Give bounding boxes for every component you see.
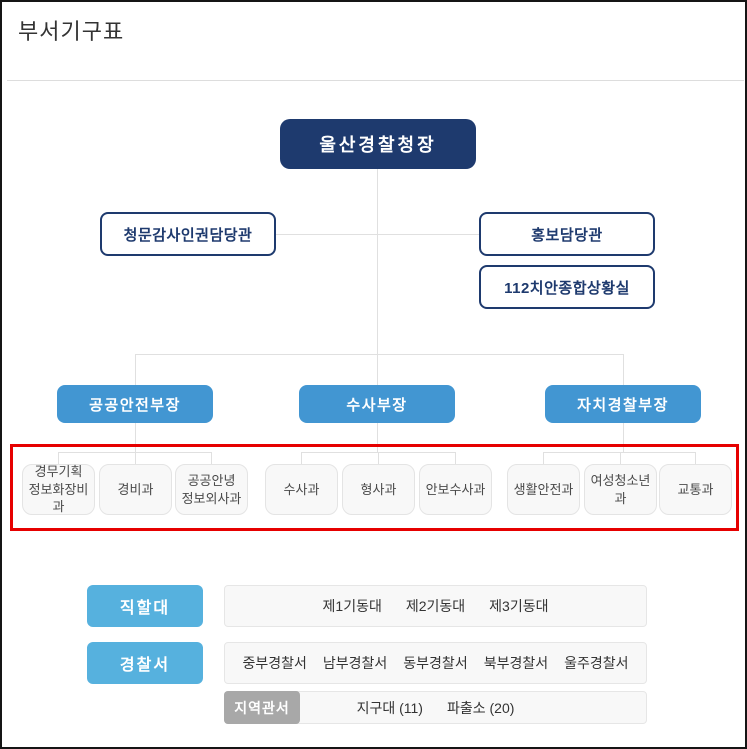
org-node-112-situation-room: 112치안종합상황실 — [479, 265, 655, 309]
local-office-badge: 지역관서 — [224, 691, 300, 724]
unit-item: 파출소 (20) — [446, 699, 515, 716]
org-node-audit-office: 청문감사인권담당관 — [100, 212, 276, 256]
connector-line — [301, 452, 302, 464]
page-title: 부서기구표 — [18, 19, 125, 44]
unit-item: 북부경찰서 — [483, 655, 549, 671]
org-node-dept: 여성청소년과 — [584, 464, 657, 515]
connector-line — [623, 354, 624, 385]
connector-line — [58, 452, 211, 453]
connector-line — [377, 169, 378, 385]
connector-line — [620, 452, 621, 464]
connector-line — [378, 452, 379, 464]
title-divider — [7, 80, 744, 81]
connector-line — [377, 423, 378, 452]
unit-label-police-stations: 경찰서 — [87, 642, 203, 684]
unit-item: 동부경찰서 — [403, 655, 468, 671]
org-node-bureau-autonomous-police: 자치경찰부장 — [545, 385, 701, 423]
connector-line — [275, 234, 377, 235]
connector-line — [377, 234, 479, 235]
connector-line — [543, 452, 544, 464]
org-node-pr-office: 홍보담당관 — [479, 212, 655, 256]
connector-line — [58, 452, 59, 464]
org-node-bureau-investigation: 수사부장 — [299, 385, 455, 423]
connector-line — [135, 423, 136, 452]
connector-line — [211, 452, 212, 464]
unit-item: 남부경찰서 — [322, 655, 388, 671]
org-node-bureau-public-safety: 공공안전부장 — [57, 385, 213, 423]
unit-item: 지구대 (11) — [356, 699, 423, 716]
org-node-chief: 울산경찰청장 — [280, 119, 476, 169]
unit-item: 제1기동대 — [322, 598, 382, 614]
connector-line — [135, 452, 136, 464]
org-node-dept: 형사과 — [342, 464, 415, 515]
unit-item: 중부경찰서 — [242, 655, 307, 671]
org-node-dept: 공공안녕 정보외사과 — [175, 464, 248, 515]
unit-item: 울주경찰서 — [564, 655, 629, 671]
connector-line — [135, 354, 624, 355]
org-node-dept: 경무기획 정보화장비과 — [22, 464, 95, 515]
unit-item: 제2기동대 — [405, 598, 466, 614]
org-node-dept: 교통과 — [659, 464, 732, 515]
connector-line — [695, 452, 696, 464]
connector-line — [623, 423, 624, 452]
org-node-dept: 경비과 — [99, 464, 172, 515]
org-node-dept: 안보수사과 — [419, 464, 492, 515]
unit-list-police-stations: 중부경찰서 남부경찰서 동부경찰서 북부경찰서 울주경찰서 — [224, 642, 647, 684]
highlight-rectangle — [10, 444, 739, 531]
connector-line — [543, 452, 695, 453]
unit-label-direct-units: 직할대 — [87, 585, 203, 627]
org-node-dept: 수사과 — [265, 464, 338, 515]
connector-line — [135, 354, 136, 385]
unit-item: 제3기동대 — [489, 598, 549, 614]
unit-list-direct-units: 제1기동대 제2기동대 제3기동대 — [224, 585, 647, 627]
connector-line — [455, 452, 456, 464]
org-node-dept: 생활안전과 — [507, 464, 580, 515]
